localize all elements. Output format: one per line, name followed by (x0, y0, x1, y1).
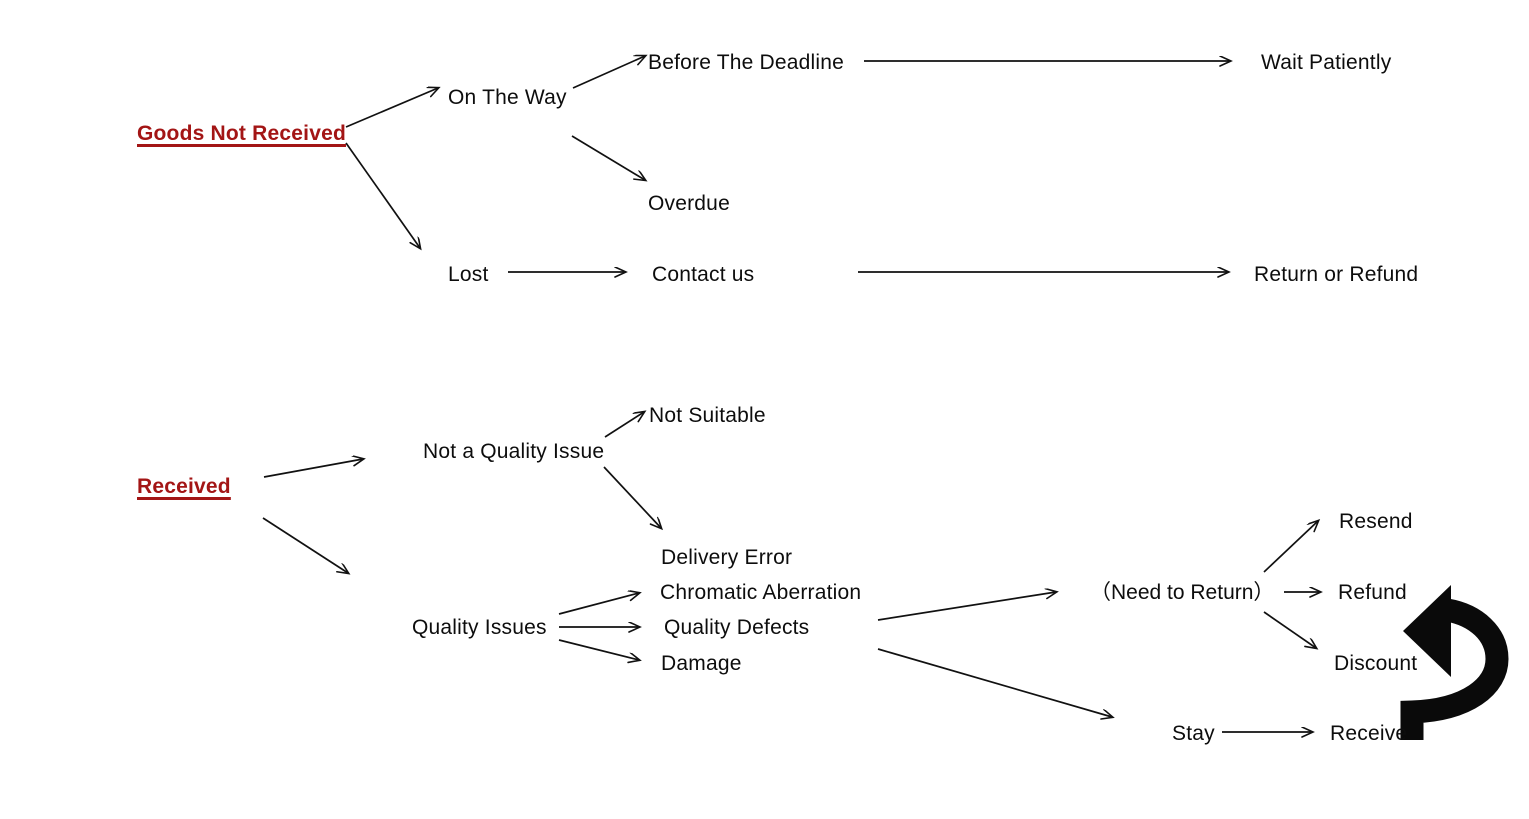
node-damage: Damage (661, 652, 742, 675)
node-resend: Resend (1339, 510, 1413, 533)
node-goods_not_received: Goods Not Received (137, 122, 346, 145)
node-received: Received (137, 475, 231, 498)
edge-received-to-quality_issues (262, 517, 348, 573)
node-before_deadline: Before The Deadline (648, 51, 845, 74)
edge-received-to-not_a_quality_issue (263, 459, 363, 478)
edge-on_the_way-to-overdue (571, 135, 645, 180)
node-quality_issues: Quality Issues (412, 616, 547, 639)
node-return_or_refund: Return or Refund (1254, 263, 1419, 286)
node-not_a_quality_issue: Not a Quality Issue (423, 440, 605, 463)
node-contact_us: Contact us (652, 263, 755, 286)
edge-goods_not_received-to-lost (345, 142, 420, 248)
edge-need_to_return-to-discount (1263, 611, 1316, 648)
node-receive: Receive (1330, 722, 1408, 745)
node-refund: Refund (1338, 581, 1407, 604)
edge-not_a_quality_issue-to-delivery_error (603, 466, 661, 528)
node-quality_defects: Quality Defects (664, 616, 810, 639)
node-stay: Stay (1172, 722, 1215, 745)
edge-quality_defects-to-need_to_return (877, 592, 1056, 621)
edge-quality_issues-to-damage (558, 639, 639, 660)
node-not_suitable: Not Suitable (649, 404, 766, 427)
edge-on_the_way-to-before_deadline (572, 56, 645, 89)
edge-goods_not_received-to-on_the_way (345, 88, 438, 128)
edge-not_a_quality_issue-to-not_suitable (604, 412, 644, 438)
node-on_the_way: On The Way (448, 86, 567, 109)
edge-need_to_return-to-resend (1263, 521, 1318, 573)
node-overdue: Overdue (648, 192, 730, 215)
edge-quality_issues-to-chromatic_aberration (558, 593, 639, 615)
node-need_to_return: （Need to Return） (1090, 581, 1275, 604)
node-lost: Lost (448, 263, 489, 286)
edge-damage-to-stay (877, 648, 1112, 717)
node-chromatic_aberration: Chromatic Aberration (660, 581, 862, 604)
node-wait_patiently: Wait Patiently (1261, 51, 1392, 74)
node-delivery_error: Delivery Error (661, 546, 793, 569)
node-discount: Discount (1334, 652, 1418, 675)
